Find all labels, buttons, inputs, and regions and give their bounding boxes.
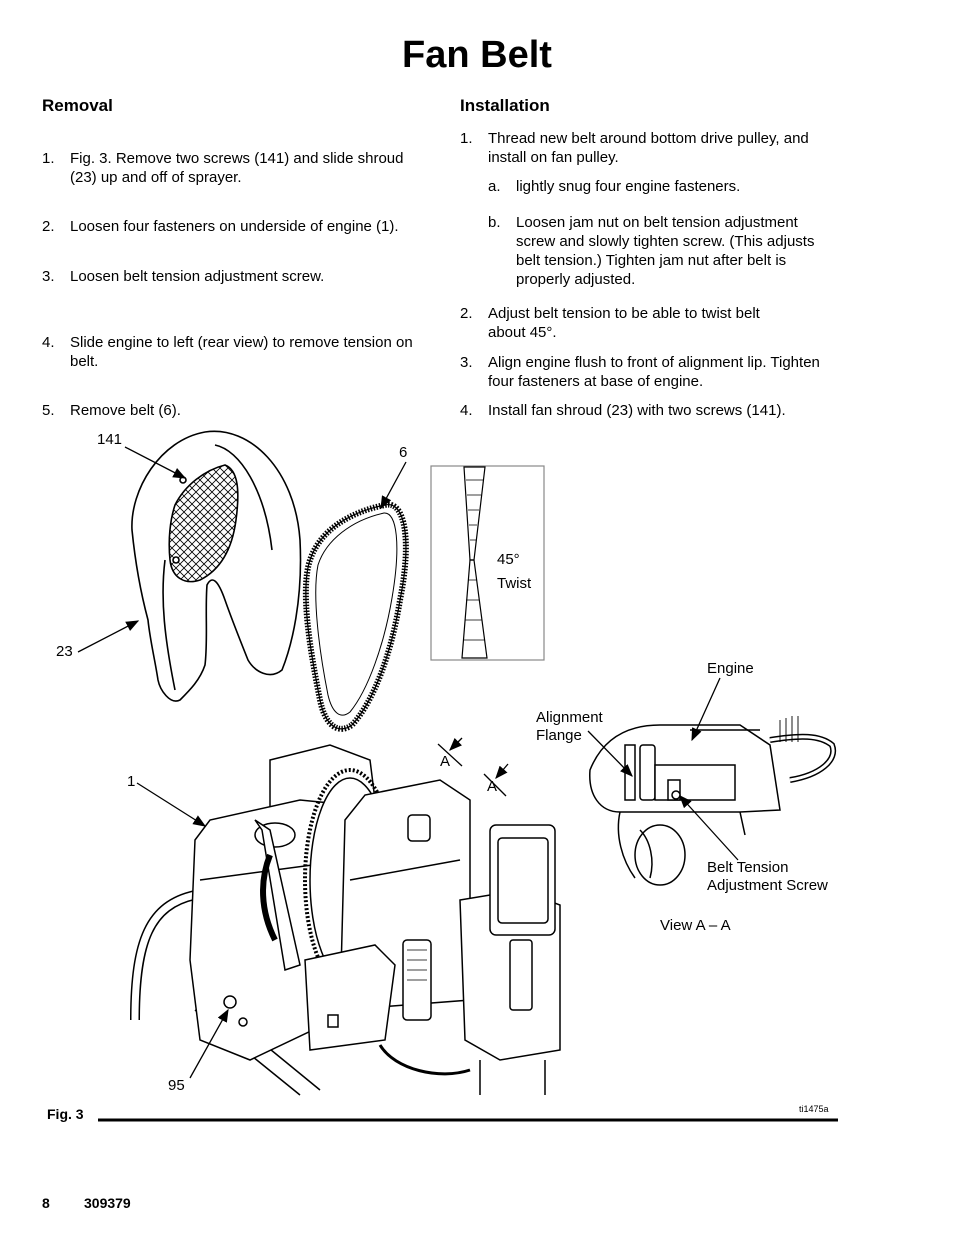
belt-tension-screw-label: Belt Tension Adjustment Screw: [707, 859, 828, 894]
callout-arrows: [77, 446, 739, 1079]
callout-1: 1: [127, 773, 136, 790]
callout-23: 23: [56, 643, 73, 660]
twist-angle-label: 45°: [497, 551, 520, 568]
fan-belt-drawing: [302, 501, 409, 732]
step-number: 4.: [460, 402, 473, 419]
view-a-a-label: View A – A: [660, 917, 731, 934]
alignment-flange-label: Alignment Flange: [536, 709, 603, 744]
twist-label: Twist: [497, 575, 532, 592]
step-number: 5.: [42, 402, 55, 419]
step-number: 1.: [460, 130, 473, 147]
engine-assembly-drawing: [130, 744, 561, 1096]
step-text: Adjust belt tension to be able to twist …: [488, 305, 760, 341]
step-text: Loosen four fasteners on underside of en…: [70, 218, 399, 235]
page-title: Fan Belt: [402, 34, 552, 76]
step-number: 2.: [42, 218, 55, 235]
engine-label: Engine: [707, 660, 754, 677]
step-text: Install fan shroud (23) with two screws …: [488, 402, 786, 419]
callout-6: 6: [399, 444, 408, 461]
step-text: lightly snug four engine fasteners.: [516, 178, 741, 195]
drawing-id: ti1475a: [799, 1104, 829, 1114]
removal-heading: Removal: [42, 96, 113, 115]
step-text: Fig. 3. Remove two screws (141) and slid…: [70, 150, 404, 186]
section-marker-a-right: A: [487, 778, 498, 795]
step-number: 1.: [42, 150, 55, 167]
document-number: 309379: [84, 1195, 131, 1211]
step-number: a.: [488, 178, 501, 195]
callout-141: 141: [97, 431, 123, 448]
step-number: 3.: [42, 268, 55, 285]
step-number: 3.: [460, 354, 473, 371]
step-number: 2.: [460, 305, 473, 322]
step-text: Loosen belt tension adjustment screw.: [70, 268, 325, 285]
fan-shroud-drawing: [131, 430, 302, 702]
twist-detail-drawing: [430, 465, 545, 661]
step-number: 4.: [42, 334, 55, 351]
step-text: Remove belt (6).: [70, 402, 181, 419]
installation-heading: Installation: [460, 96, 550, 115]
page-number: 8: [42, 1195, 50, 1211]
figure-caption: Fig. 3: [47, 1106, 84, 1122]
step-number: b.: [488, 214, 501, 231]
callout-95: 95: [168, 1077, 185, 1094]
step-text: Loosen jam nut on belt tension adjustmen…: [516, 214, 815, 288]
step-text: Align engine flush to front of alignment…: [488, 354, 820, 390]
step-text: Slide engine to left (rear view) to remo…: [70, 334, 413, 370]
section-view-drawing: [589, 716, 837, 886]
step-text: Thread new belt around bottom drive pull…: [488, 130, 809, 166]
section-marker-a-left: A: [440, 753, 451, 770]
